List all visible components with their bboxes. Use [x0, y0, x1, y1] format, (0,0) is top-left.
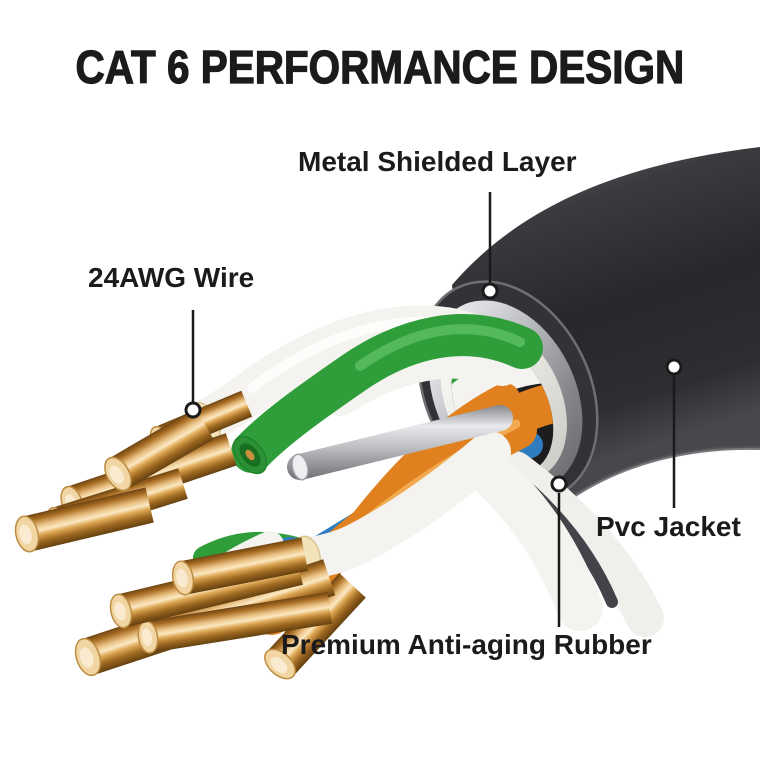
shield-drain-wire: [287, 405, 513, 481]
rod-face-highlight: [270, 657, 288, 674]
label-24awg-wire: 24AWG Wire: [88, 262, 255, 293]
wire-marker: [184, 401, 202, 419]
label-metal-shielded-layer: Metal Shielded Layer: [298, 146, 577, 177]
white-tube-lower: [289, 431, 511, 579]
green-wire: [231, 314, 543, 473]
wrap-flap-right: [496, 451, 664, 637]
shield-marker: [481, 282, 499, 300]
copper-rods-lower: [74, 537, 366, 680]
copper-rod: [14, 487, 154, 553]
rod-face-highlight: [114, 601, 126, 621]
rod-face-highlight: [141, 628, 153, 647]
page-title: CAT 6 PERFORMANCE DESIGN: [0, 41, 760, 93]
label-premium-anti-aging-rubber: Premium Anti-aging Rubber: [281, 629, 652, 660]
drain-wire: [287, 405, 513, 480]
drain-cap-face: [291, 453, 309, 481]
copper-rod: [171, 537, 308, 596]
copper-rod: [137, 592, 333, 654]
rod-body: [22, 487, 154, 552]
copper-rod: [104, 408, 214, 492]
green-face-copper-dot: [245, 449, 255, 461]
rubber-marker: [550, 475, 568, 493]
callout-leaders: [184, 192, 683, 627]
page-title-text: CAT 6 PERFORMANCE DESIGN: [75, 41, 685, 93]
rod-face-highlight: [79, 647, 94, 668]
jacket-bottom-edge-highlight: [570, 445, 760, 499]
rod-face-highlight: [109, 465, 124, 484]
rod-body: [145, 592, 333, 653]
rod-body: [108, 408, 214, 490]
green-wire-cut-face: [232, 435, 268, 475]
drain-wire-end-cap: [291, 453, 309, 481]
rod-body: [179, 537, 308, 595]
copper-rods-upper: [14, 390, 253, 553]
jacket-marker: [665, 358, 683, 376]
rod-face-highlight: [19, 524, 32, 545]
label-pvc-jacket: Pvc Jacket: [596, 511, 741, 542]
green-wire-highlight: [355, 324, 525, 371]
rod-face-highlight: [176, 568, 188, 588]
